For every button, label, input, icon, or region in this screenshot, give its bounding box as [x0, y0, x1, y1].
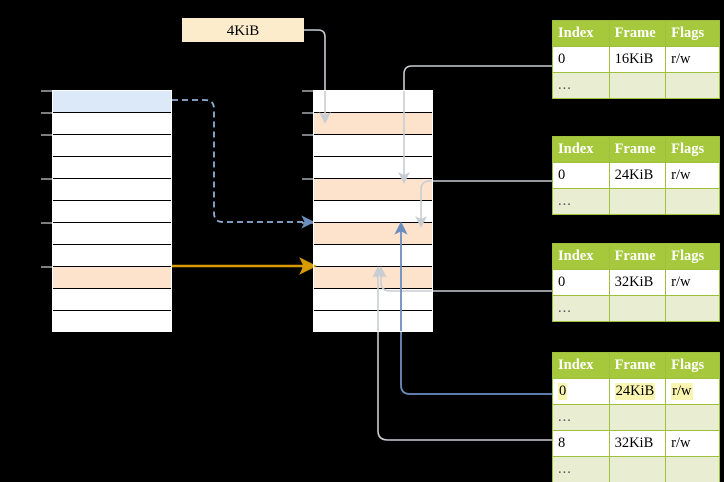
- physical-memory-row: [313, 222, 433, 244]
- table-cell-frame: 24KiB: [608, 162, 667, 189]
- table-cell-index: 0: [552, 162, 610, 189]
- virtual-address-space-column: [52, 90, 172, 332]
- column-header-frame: Frame: [608, 136, 667, 163]
- table-cell-frame: 32KiB: [608, 430, 667, 457]
- virtual-address-space-row: [52, 310, 172, 332]
- table-cell-flags: r/w: [665, 162, 720, 189]
- table-cell-frame: [608, 295, 667, 322]
- physical-memory-row: [313, 288, 433, 310]
- table-cell-index: ...: [552, 295, 610, 322]
- table-cell-frame: 32KiB: [608, 269, 667, 296]
- virtual-address-space-row: [52, 90, 172, 112]
- table-cell-index: ...: [552, 456, 610, 482]
- virtual-address-space-row: [52, 134, 172, 156]
- column-header-index: Index: [552, 352, 610, 379]
- column-header-frame: Frame: [608, 243, 667, 270]
- physical-memory-row: [313, 112, 433, 134]
- table-cell-index: 0: [552, 269, 610, 296]
- table-cell-frame: [608, 188, 667, 215]
- table-cell-flags: r/w: [665, 430, 720, 457]
- table-row: 0 24KiB r/w: [552, 378, 720, 405]
- physical-memory-row: [313, 310, 433, 332]
- column-header-frame: Frame: [608, 352, 667, 379]
- physical-memory-row: [313, 134, 433, 156]
- physical-column-ticks: [302, 90, 313, 268]
- table-cell-index: 0: [552, 378, 610, 405]
- table-cell-frame: 16KiB: [608, 46, 667, 73]
- highlighted-value: 24KiB: [614, 383, 656, 400]
- page-size-label: 4KiB: [182, 18, 304, 42]
- virtual-address-space-row: [52, 156, 172, 178]
- virtual-address-space-row: [52, 178, 172, 200]
- physical-memory-column: [313, 90, 433, 332]
- wire-ptable3-to-frame: [415, 180, 552, 228]
- virtual-address-space-row: [52, 266, 172, 288]
- column-header-flags: Flags: [665, 352, 720, 379]
- table-ellipsis-row: ...: [552, 295, 720, 322]
- column-header-index: Index: [552, 136, 610, 163]
- highlighted-value: 0: [558, 383, 568, 400]
- column-header-flags: Flags: [665, 136, 720, 163]
- physical-memory-row: [313, 178, 433, 200]
- table-cell-index: ...: [552, 404, 610, 431]
- column-header-index: Index: [552, 20, 610, 47]
- virtual-address-space-row: [52, 222, 172, 244]
- table-cell-flags: [665, 404, 720, 431]
- table-cell-flags: [665, 188, 720, 215]
- column-header-index: Index: [552, 243, 610, 270]
- column-header-flags: Flags: [665, 20, 720, 47]
- table-ellipsis-row: ...: [552, 72, 720, 99]
- table-cell-frame: [608, 404, 667, 431]
- table-cell-flags: [665, 295, 720, 322]
- physical-memory-row: [313, 156, 433, 178]
- highlighted-value: r/w: [671, 383, 693, 400]
- table-cell-frame: 24KiB: [608, 378, 667, 405]
- table-cell-flags: r/w: [665, 378, 720, 405]
- table-cell-frame: [608, 456, 667, 482]
- physical-memory-row: [313, 200, 433, 222]
- table-ellipsis-row: ...: [552, 188, 720, 215]
- table-cell-frame: [608, 72, 667, 99]
- table-cell-flags: [665, 456, 720, 482]
- virtual-address-space-row: [52, 244, 172, 266]
- wire-virtual-page-to-frame: [172, 99, 315, 229]
- column-header-frame: Frame: [608, 20, 667, 47]
- table-cell-flags: r/w: [665, 46, 720, 73]
- virtual-address-space-row: [52, 112, 172, 134]
- table-cell-flags: [665, 72, 720, 99]
- physical-memory-row: [313, 266, 433, 288]
- virtual-column-ticks: [41, 90, 52, 268]
- physical-memory-row: [313, 244, 433, 266]
- table-cell-index: 8: [552, 430, 610, 457]
- table-cell-index: ...: [552, 188, 610, 215]
- virtual-address-space-row: [52, 288, 172, 310]
- table-cell-index: ...: [552, 72, 610, 99]
- physical-memory-row: [313, 90, 433, 112]
- table-ellipsis-row: ...: [552, 456, 720, 482]
- virtual-address-space-row: [52, 200, 172, 222]
- table-cell-index: 0: [552, 46, 610, 73]
- column-header-flags: Flags: [665, 243, 720, 270]
- table-ellipsis-row: ...: [552, 404, 720, 431]
- table-cell-flags: r/w: [665, 269, 720, 296]
